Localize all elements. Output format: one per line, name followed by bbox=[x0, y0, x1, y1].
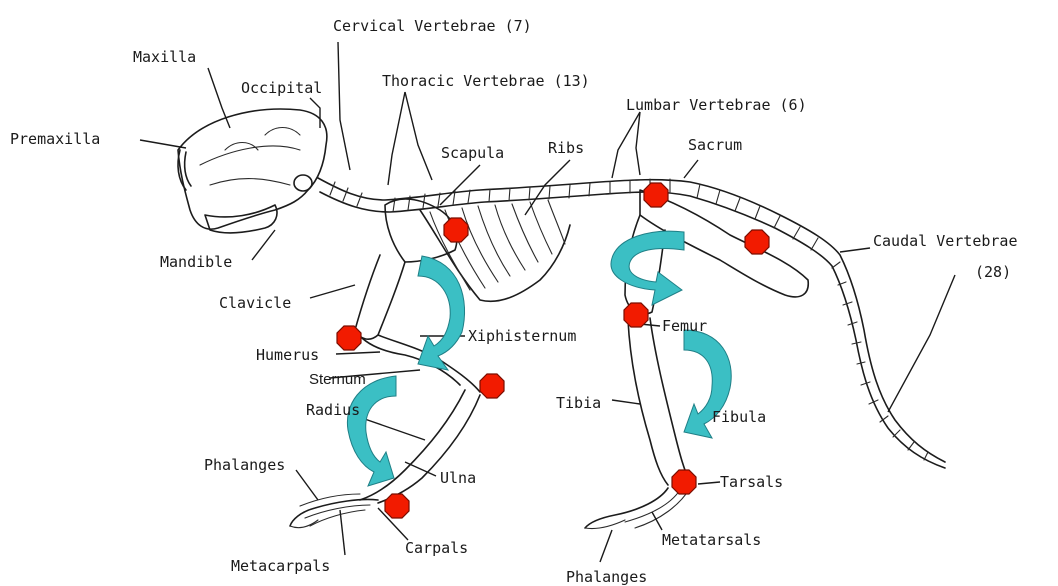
label-metatarsals: Metatarsals bbox=[662, 531, 761, 549]
label-fibula: Fibula bbox=[712, 408, 766, 426]
label-lumbar: Lumbar Vertebrae (6) bbox=[626, 96, 807, 114]
label-xiphisternum: Xiphisternum bbox=[468, 327, 576, 345]
label-thoracic: Thoracic Vertebrae (13) bbox=[382, 72, 590, 90]
label-metacarpals: Metacarpals bbox=[231, 557, 330, 575]
octagon-joint-icon bbox=[672, 470, 696, 494]
curved-rotation-arrow-icon bbox=[611, 231, 684, 305]
label-cervical: Cervical Vertebrae (7) bbox=[333, 17, 532, 35]
curved-rotation-arrow-icon bbox=[418, 256, 465, 370]
curved-rotation-arrow-icon bbox=[347, 376, 396, 486]
forepaw bbox=[290, 499, 378, 526]
label-clavicle: Clavicle bbox=[219, 294, 291, 312]
label-radius: Radius bbox=[306, 401, 360, 419]
label-mandible: Mandible bbox=[160, 253, 232, 271]
label-phalanges-front: Phalanges bbox=[204, 456, 285, 474]
label-scapula: Scapula bbox=[441, 144, 504, 162]
skull bbox=[178, 109, 327, 229]
skeleton-drawing bbox=[178, 109, 945, 528]
octagon-joint-icon bbox=[480, 374, 504, 398]
label-ulna: Ulna bbox=[440, 469, 476, 487]
octagon-joint-icon bbox=[745, 230, 769, 254]
octagon-joint-icon bbox=[644, 183, 668, 207]
label-sacrum: Sacrum bbox=[688, 136, 742, 154]
humerus-bone bbox=[355, 255, 405, 339]
label-carpals: Carpals bbox=[405, 539, 468, 557]
label-occipital: Occipital bbox=[241, 79, 322, 97]
label-humerus: Humerus bbox=[256, 346, 319, 364]
label-tibia: Tibia bbox=[556, 394, 601, 412]
label-femur: Femur bbox=[662, 317, 707, 335]
label-ribs: Ribs bbox=[548, 139, 584, 157]
label-caudal-count: (28) bbox=[975, 263, 1011, 281]
label-tarsals: Tarsals bbox=[720, 473, 783, 491]
octagon-joint-icon bbox=[444, 218, 468, 242]
rotation-arrows bbox=[347, 231, 731, 486]
octagon-joint-icon bbox=[624, 303, 648, 327]
label-caudal: Caudal Vertebrae bbox=[873, 232, 1018, 250]
labels: Cervical Vertebrae (7) Maxilla Occipital… bbox=[10, 17, 1018, 586]
octagon-joint-icon bbox=[385, 494, 409, 518]
label-maxilla: Maxilla bbox=[133, 48, 196, 66]
label-sternum: Sternum bbox=[309, 371, 366, 388]
label-premaxilla: Premaxilla bbox=[10, 130, 100, 148]
label-phalanges-hind: Phalanges bbox=[566, 568, 647, 586]
octagon-joint-icon bbox=[337, 326, 361, 350]
